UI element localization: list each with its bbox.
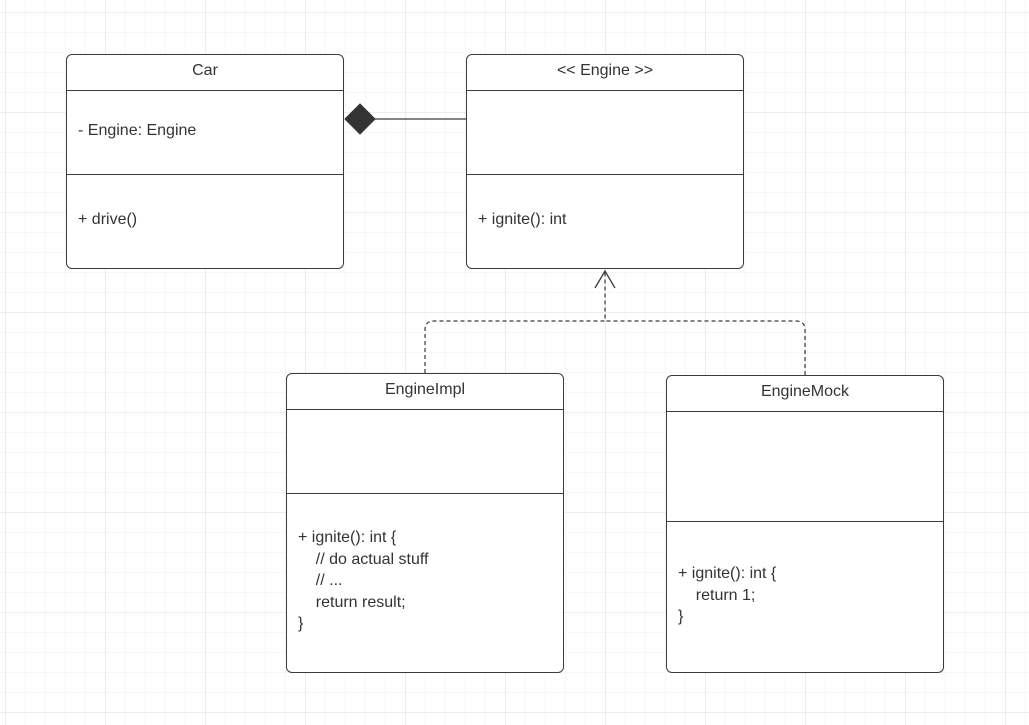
class-enginemock-attributes (667, 412, 943, 522)
interface-engine-operation: + ignite(): int (478, 211, 567, 228)
interface-engine-name: << Engine >> (467, 55, 743, 91)
class-engineimpl-name: EngineImpl (287, 374, 563, 410)
class-engineimpl-attributes (287, 410, 563, 494)
class-enginemock-name: EngineMock (667, 376, 943, 412)
class-car-operations: + drive() (67, 175, 343, 268)
class-enginemock[interactable]: EngineMock + ignite(): int { return 1; } (666, 375, 944, 673)
class-enginemock-operations: + ignite(): int { return 1; } (667, 522, 943, 672)
realization-arrowhead-icon (594, 269, 616, 289)
interface-engine-attributes (467, 91, 743, 175)
class-car-attributes: - Engine: Engine (67, 91, 343, 175)
class-car-attribute: - Engine: Engine (78, 122, 197, 139)
class-car-name: Car (67, 55, 343, 91)
class-engineimpl-operations: + ignite(): int { // do actual stuff // … (287, 494, 563, 672)
composition-diamond-icon[interactable] (344, 103, 376, 135)
class-engineimpl-operation: + ignite(): int { // do actual stuff // … (298, 529, 429, 632)
class-car[interactable]: Car - Engine: Engine + drive() (66, 54, 344, 269)
realization-line-engineimpl[interactable] (424, 272, 606, 373)
class-engineimpl[interactable]: EngineImpl + ignite(): int { // do actua… (286, 373, 564, 673)
class-car-operation: + drive() (78, 211, 138, 228)
interface-engine[interactable]: << Engine >> + ignite(): int (466, 54, 744, 269)
interface-engine-operations: + ignite(): int (467, 175, 743, 268)
realization-line-enginemock[interactable] (605, 320, 806, 375)
class-enginemock-operation: + ignite(): int { return 1; } (678, 565, 777, 625)
